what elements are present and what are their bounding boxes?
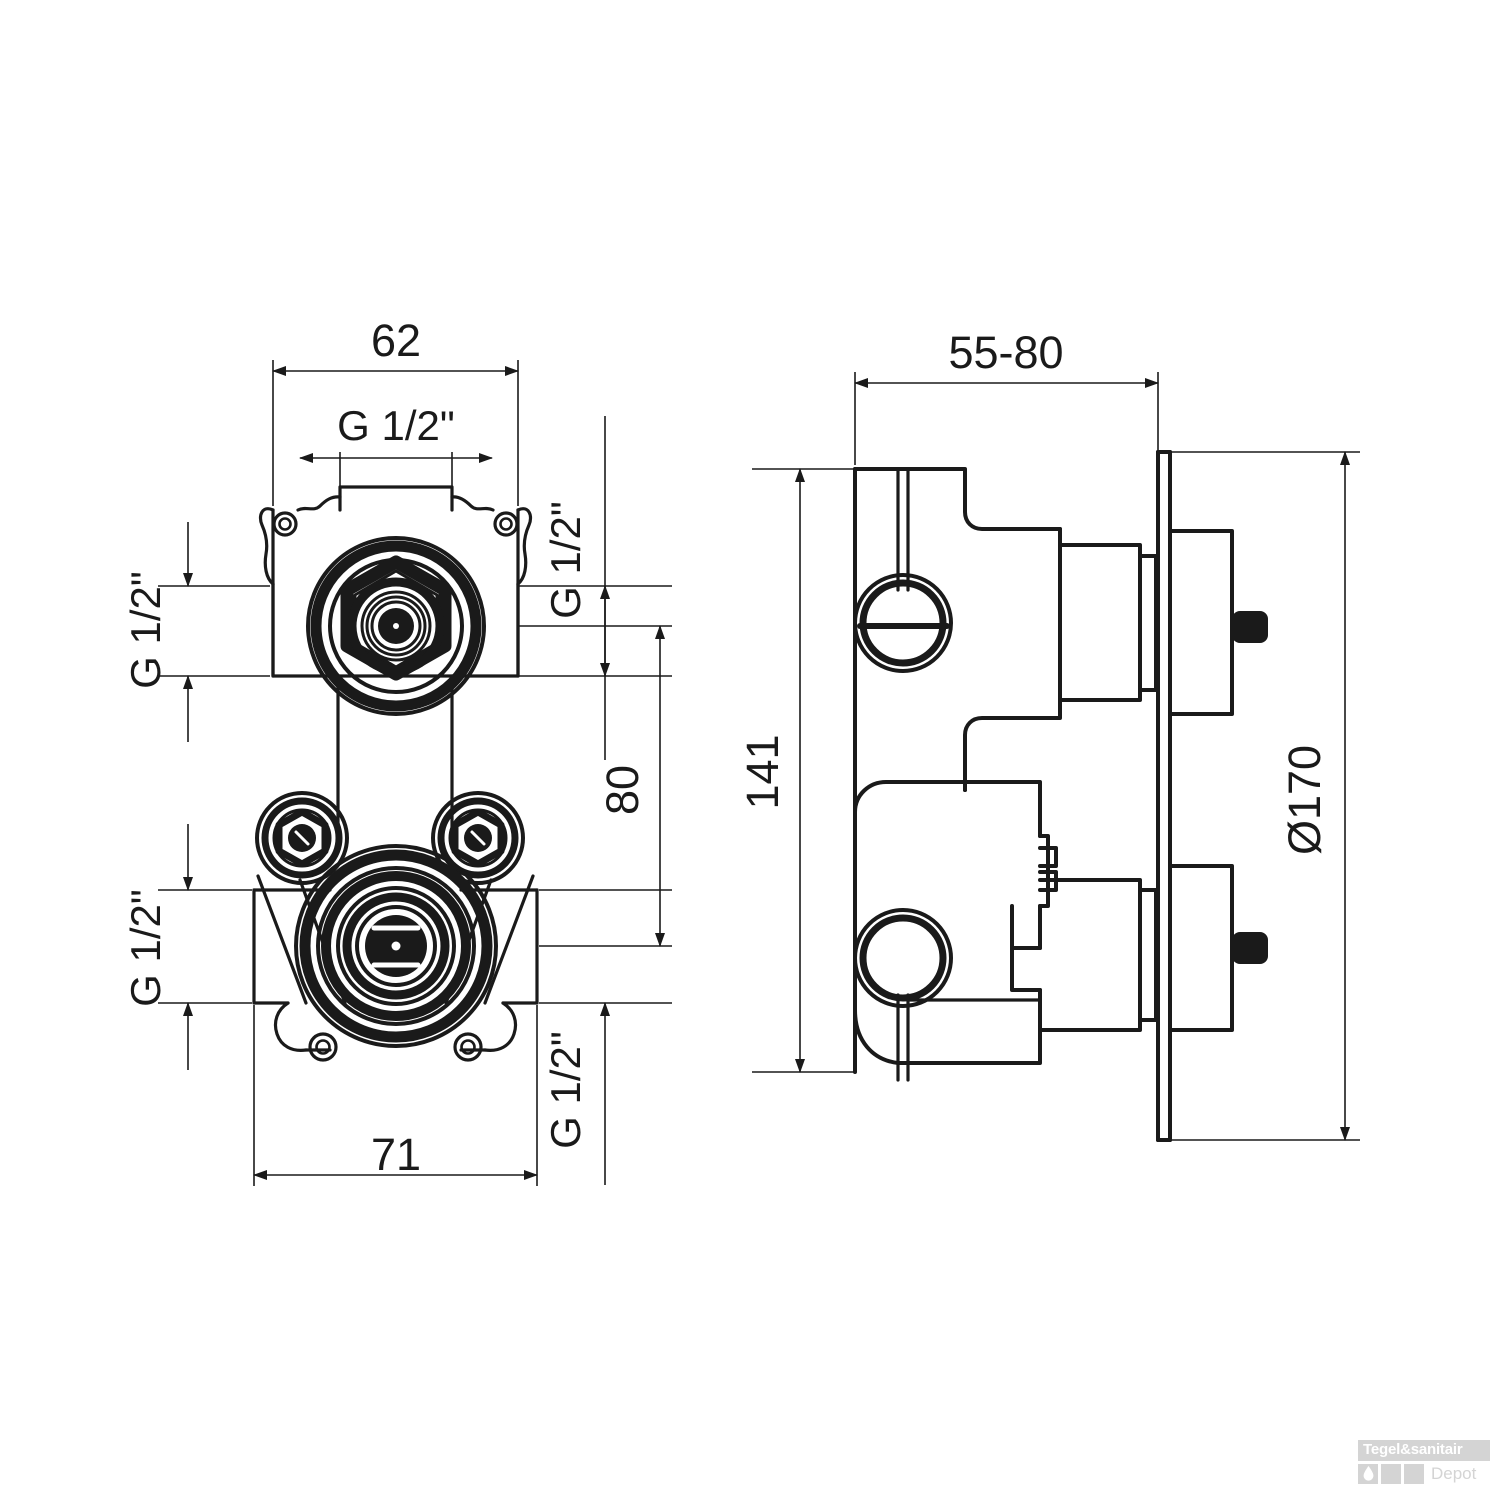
- dim-55-80: [854, 372, 1159, 465]
- dim-g-half-bottom-right: [539, 889, 672, 1185]
- dim-label-141: 141: [737, 734, 788, 809]
- dim-141: [752, 468, 855, 1073]
- dim-label-55-80: 55-80: [948, 327, 1063, 378]
- hex-bolt-left: [255, 791, 349, 885]
- dim-label-71: 71: [371, 1129, 421, 1180]
- side-upper-handle-stub: [1232, 611, 1268, 643]
- dim-g-half-left-upper: [158, 522, 270, 742]
- watermark-square-2: [1381, 1463, 1401, 1484]
- watermark-logo: Tegel&sanitair Depot: [1358, 1440, 1490, 1492]
- dim-71: [253, 1005, 538, 1186]
- dim-g-half-left-lower: [158, 824, 252, 1070]
- dim-label-g-half-left-upper: G 1/2": [122, 571, 169, 689]
- dim-62: [272, 360, 519, 506]
- front-view: [252, 485, 539, 1062]
- side-upper-port: [853, 573, 953, 673]
- hex-bolt-right: [431, 791, 525, 885]
- dim-g-half-top-right: [518, 416, 672, 760]
- upper-valve-body: [258, 485, 533, 832]
- side-view-dimensions: [752, 372, 1360, 1141]
- water-drop-icon: [1358, 1463, 1378, 1484]
- dim-label-g-half-top-right: G 1/2": [542, 501, 589, 619]
- side-lower-port: [853, 908, 953, 1008]
- front-view-dimension-text: 62 G 1/2" G 1/2" G 1/2" G 1/2" G 1/2" 80…: [122, 315, 648, 1180]
- dim-170: [1170, 451, 1360, 1141]
- side-lower-handle-stub: [1232, 932, 1268, 964]
- front-view-dimensions: [158, 360, 672, 1186]
- watermark-square-3: [1404, 1463, 1424, 1484]
- side-body-outline: [853, 467, 1062, 1074]
- upper-valve-cartridge: [306, 536, 486, 716]
- side-cover-plate: [1156, 450, 1172, 1142]
- watermark-depot-text: Depot: [1431, 1463, 1477, 1483]
- dim-label-g-half-bottom-right: G 1/2": [542, 1031, 589, 1149]
- dim-g-half-top: [299, 452, 493, 490]
- watermark-brand-text: Tegel&sanitair: [1358, 1440, 1490, 1461]
- lower-valve-cartridge: [294, 844, 498, 1048]
- dim-80: [518, 625, 672, 947]
- dim-label-g-half-top: G 1/2": [337, 402, 455, 449]
- dim-label-g-half-left-lower: G 1/2": [122, 889, 169, 1007]
- dim-label-80: 80: [597, 765, 648, 815]
- watermark-lower-row: Depot: [1358, 1463, 1490, 1484]
- dim-label-170: Ø170: [1279, 745, 1330, 855]
- side-view-dimension-text: 55-80 141 Ø170: [737, 327, 1330, 855]
- dim-label-62: 62: [371, 315, 421, 366]
- side-view: [853, 450, 1268, 1142]
